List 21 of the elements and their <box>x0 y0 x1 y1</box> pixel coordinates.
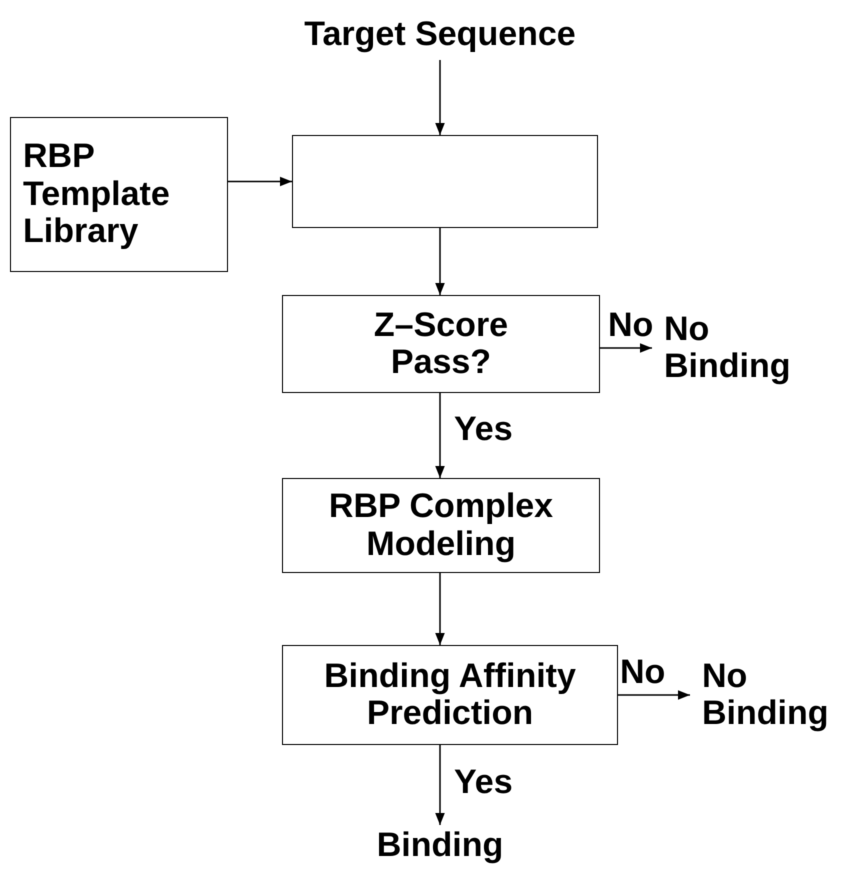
process-box <box>282 645 618 745</box>
arrow <box>435 745 445 825</box>
process-box <box>292 135 598 228</box>
process-box <box>282 295 600 393</box>
process-box <box>10 117 228 272</box>
box-label: RBP Complex Modeling <box>328 488 554 563</box>
arrow <box>228 176 292 186</box>
arrow <box>435 393 445 478</box>
flow-text: Binding <box>376 827 504 865</box>
box-label: RBP Template Library <box>23 138 171 251</box>
flow-text: No Binding <box>664 310 792 386</box>
box-label: Z–Score Pass? <box>372 306 510 382</box>
flow-text: Target Sequence <box>304 16 576 54</box>
box-label: Binding Affinity Prediction <box>323 658 577 732</box>
arrow <box>435 228 445 295</box>
arrow <box>435 60 445 135</box>
arrow <box>618 690 690 700</box>
arrow <box>600 343 652 353</box>
process-box <box>282 478 600 573</box>
flow-text: No Binding <box>702 658 830 732</box>
arrow <box>435 573 445 645</box>
